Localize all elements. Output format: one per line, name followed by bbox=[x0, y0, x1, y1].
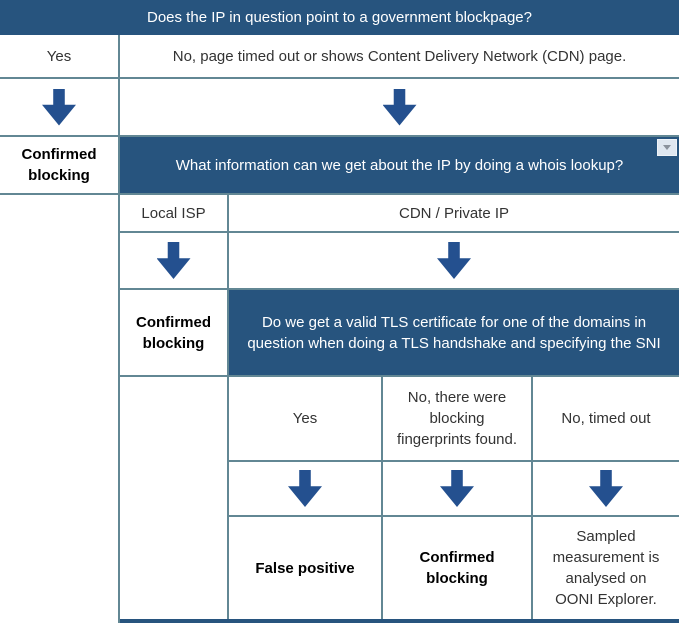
empty-cell bbox=[120, 517, 229, 619]
q2-local-isp-outcome-label: Confirmed blocking bbox=[136, 313, 211, 352]
q1-yes-outcome-label: Confirmed blocking bbox=[21, 146, 97, 184]
table-bottom-bar bbox=[120, 619, 679, 623]
q3-no-timeout-outcome-cell: Sampled measurement is analysed on OONI … bbox=[533, 517, 679, 619]
q1-answer-no-cell: No, page timed out or shows Content Deli… bbox=[120, 35, 679, 79]
question-2-header: What information can we get about the IP… bbox=[120, 137, 679, 195]
empty-cell bbox=[0, 462, 120, 517]
empty-cell bbox=[120, 462, 229, 517]
question-2-text: What information can we get about the IP… bbox=[175, 156, 624, 174]
q2-answer-cdn-cell: CDN / Private IP bbox=[229, 195, 679, 233]
q2-answer-cdn-label: CDN / Private IP bbox=[398, 204, 510, 222]
down-arrow-icon bbox=[589, 470, 623, 507]
q3-no-timeout-outcome-label: Sampled measurement is analysed on OONI … bbox=[552, 528, 660, 608]
down-arrow-icon bbox=[437, 242, 471, 279]
empty-cell bbox=[120, 377, 229, 462]
empty-cell bbox=[0, 290, 120, 377]
q3-no-fingerprints-outcome-cell: Confirmed blocking bbox=[383, 517, 533, 619]
q2-local-isp-outcome-cell: Confirmed blocking bbox=[120, 290, 229, 377]
question-1-header: Does the IP in question point to a gover… bbox=[0, 0, 679, 35]
down-arrow-icon bbox=[382, 88, 417, 126]
q1-answer-yes-cell: Yes bbox=[0, 35, 120, 79]
q2-cdn-arrow-cell bbox=[229, 233, 679, 290]
question-3-header: Do we get a valid TLS certificate for on… bbox=[229, 290, 679, 377]
q3-answer-yes-label: Yes bbox=[292, 410, 318, 427]
q3-no-timeout-arrow-cell bbox=[533, 462, 679, 517]
q3-yes-outcome-label: False positive bbox=[255, 559, 355, 577]
q3-no-fingerprints-arrow-cell bbox=[383, 462, 533, 517]
caret-triangle bbox=[663, 145, 671, 150]
q1-answer-no-label: No, page timed out or shows Content Deli… bbox=[172, 47, 627, 65]
q3-answer-no-timeout-cell: No, timed out bbox=[533, 377, 679, 462]
empty-cell bbox=[0, 377, 120, 462]
dropdown-caret-icon[interactable] bbox=[657, 139, 677, 156]
q1-yes-outcome-cell: Confirmed blocking bbox=[0, 137, 120, 195]
down-arrow-icon bbox=[156, 242, 191, 279]
q3-yes-arrow-cell bbox=[229, 462, 383, 517]
q1-no-arrow-cell bbox=[120, 79, 679, 137]
q1-yes-arrow-cell bbox=[0, 79, 120, 137]
q3-no-fingerprints-outcome-label: Confirmed blocking bbox=[419, 549, 495, 587]
empty-cell bbox=[0, 195, 120, 233]
q2-answer-local-isp-label: Local ISP bbox=[141, 204, 206, 222]
q2-local-isp-arrow-cell bbox=[120, 233, 229, 290]
q1-answer-yes-label: Yes bbox=[46, 47, 72, 65]
q3-answer-no-fingerprints-cell: No, there were blocking fingerprints fou… bbox=[383, 377, 533, 462]
down-arrow-icon bbox=[288, 470, 322, 507]
empty-cell bbox=[0, 233, 120, 290]
q3-answer-yes-cell: Yes bbox=[229, 377, 383, 462]
question-3-text: Do we get a valid TLS certificate for on… bbox=[247, 313, 661, 352]
q3-answer-no-fingerprints-label: No, there were blocking fingerprints fou… bbox=[396, 389, 518, 448]
q3-answer-no-timeout-label: No, timed out bbox=[561, 410, 651, 427]
q2-answer-local-isp-cell: Local ISP bbox=[120, 195, 229, 233]
question-1-text: Does the IP in question point to a gover… bbox=[147, 9, 532, 26]
q3-yes-outcome-cell: False positive bbox=[229, 517, 383, 619]
empty-cell bbox=[0, 517, 120, 619]
down-arrow-icon bbox=[42, 88, 76, 126]
down-arrow-icon bbox=[440, 470, 474, 507]
empty-cell bbox=[0, 619, 120, 623]
